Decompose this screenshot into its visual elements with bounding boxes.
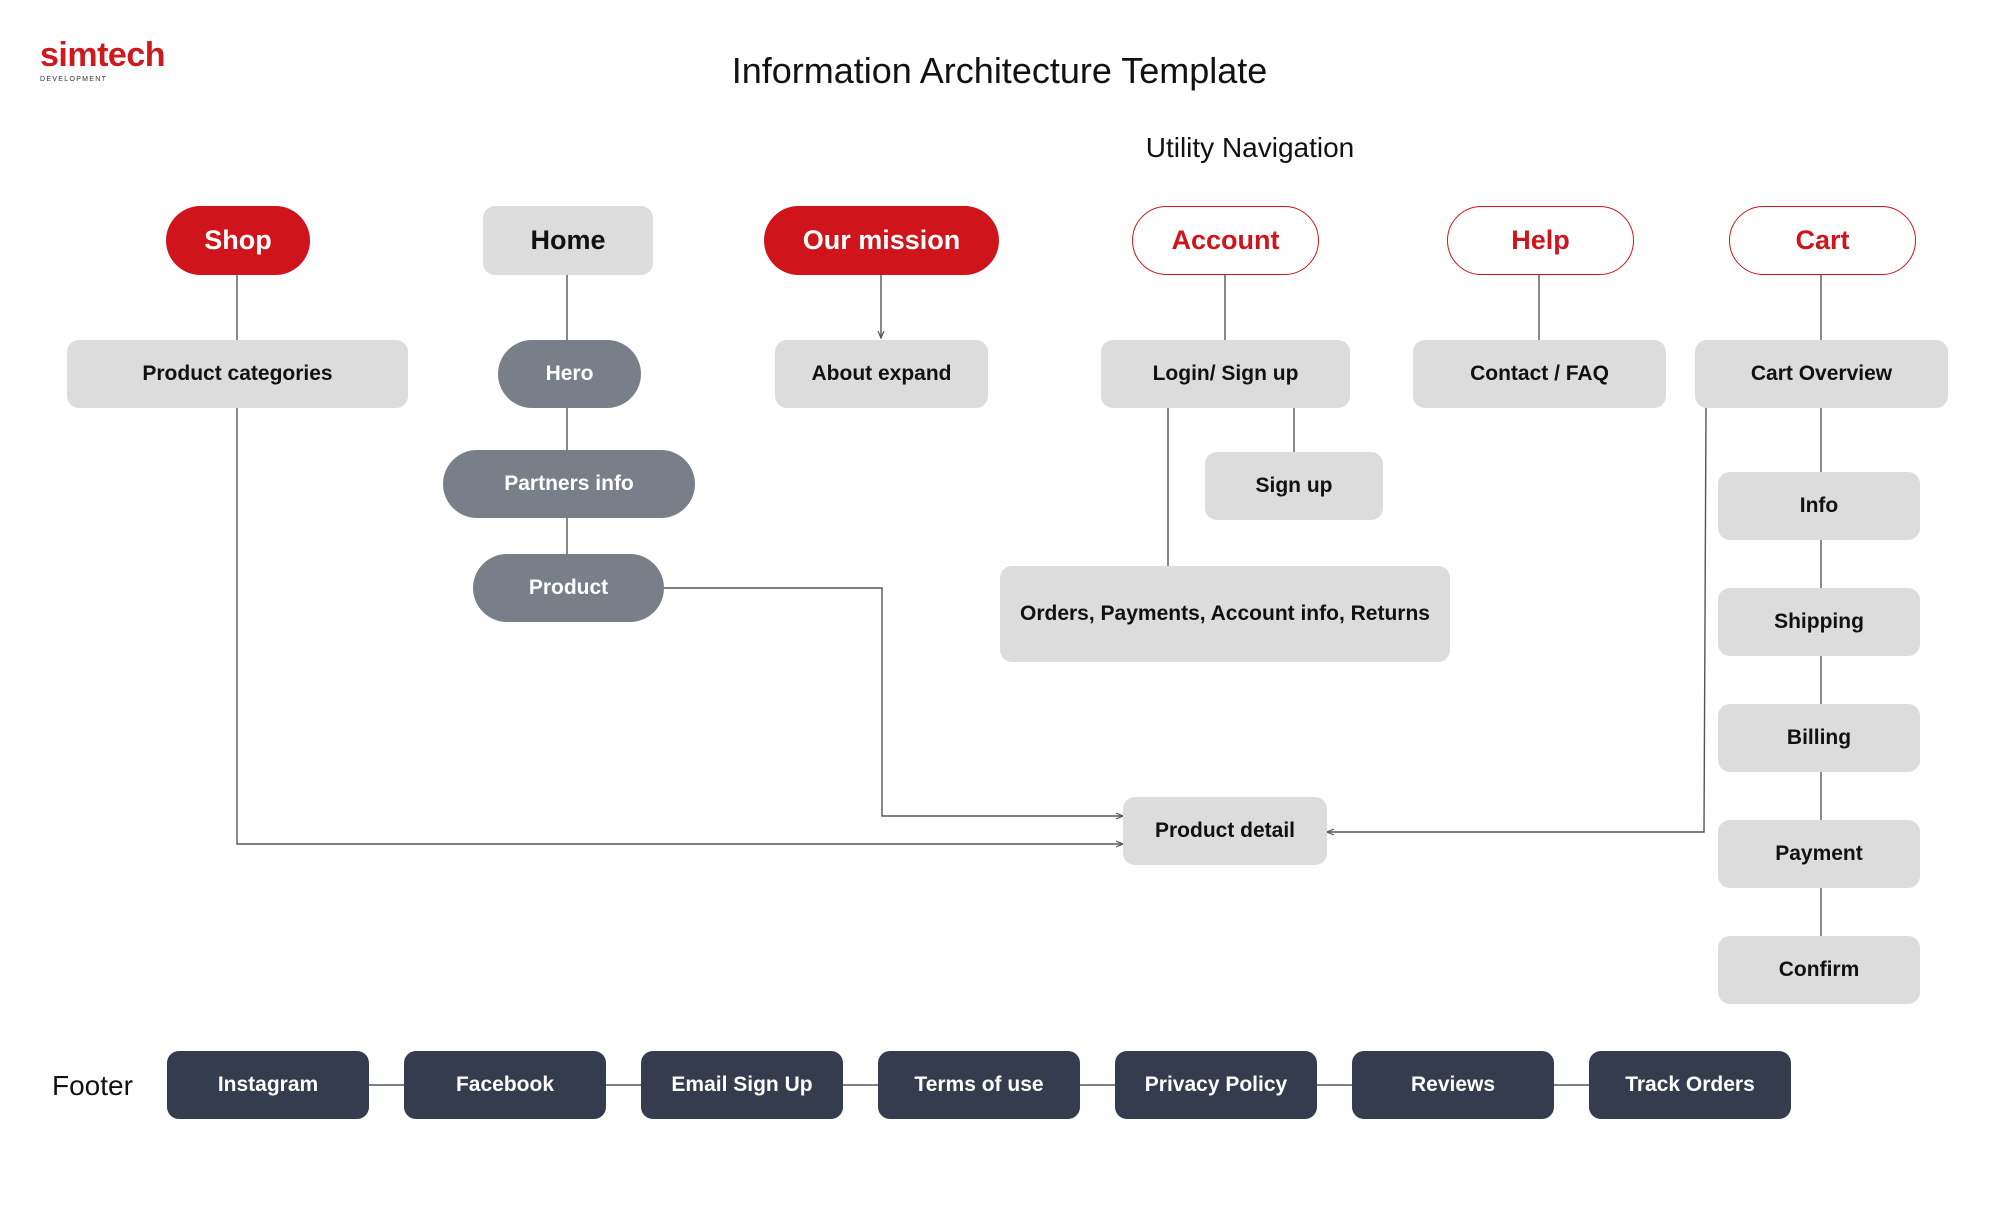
node-contact-faq[interactable]: Contact / FAQ: [1413, 340, 1666, 408]
node-hero[interactable]: Hero: [498, 340, 641, 408]
footer-instagram[interactable]: Instagram: [167, 1051, 369, 1119]
node-product[interactable]: Product: [473, 554, 664, 622]
footer-terms-of-use[interactable]: Terms of use: [878, 1051, 1080, 1119]
node-info[interactable]: Info: [1718, 472, 1920, 540]
node-product-categories[interactable]: Product categories: [67, 340, 408, 408]
nav-our-mission[interactable]: Our mission: [764, 206, 999, 275]
footer-email-sign-up[interactable]: Email Sign Up: [641, 1051, 843, 1119]
node-about-expand[interactable]: About expand: [775, 340, 988, 408]
nav-help[interactable]: Help: [1447, 206, 1634, 275]
nav-cart[interactable]: Cart: [1729, 206, 1916, 275]
nav-home[interactable]: Home: [483, 206, 653, 275]
node-partners-info[interactable]: Partners info: [443, 450, 695, 518]
node-cart-overview[interactable]: Cart Overview: [1695, 340, 1948, 408]
node-login-signup[interactable]: Login/ Sign up: [1101, 340, 1350, 408]
simtech-logo: simtech DEVELOPMENT: [40, 36, 166, 83]
node-product-detail[interactable]: Product detail: [1123, 797, 1327, 865]
footer-privacy-policy[interactable]: Privacy Policy: [1115, 1051, 1317, 1119]
footer-label: Footer: [52, 1070, 133, 1101]
node-payment[interactable]: Payment: [1718, 820, 1920, 888]
node-orders-payments[interactable]: Orders, Payments, Account info, Returns: [1000, 566, 1450, 662]
nav-account[interactable]: Account: [1132, 206, 1319, 275]
node-sign-up[interactable]: Sign up: [1205, 452, 1383, 520]
logo-wordmark: simtech: [40, 36, 166, 74]
node-billing[interactable]: Billing: [1718, 704, 1920, 772]
footer-track-orders[interactable]: Track Orders: [1589, 1051, 1791, 1119]
footer-facebook[interactable]: Facebook: [404, 1051, 606, 1119]
node-shipping[interactable]: Shipping: [1718, 588, 1920, 656]
utility-navigation-label: Utility Navigation: [1145, 132, 1355, 163]
node-confirm[interactable]: Confirm: [1718, 936, 1920, 1004]
nav-shop[interactable]: Shop: [166, 206, 310, 275]
page-title: Information Architecture Template: [731, 50, 1268, 91]
footer-reviews[interactable]: Reviews: [1352, 1051, 1554, 1119]
logo-subtitle: DEVELOPMENT: [40, 76, 108, 83]
